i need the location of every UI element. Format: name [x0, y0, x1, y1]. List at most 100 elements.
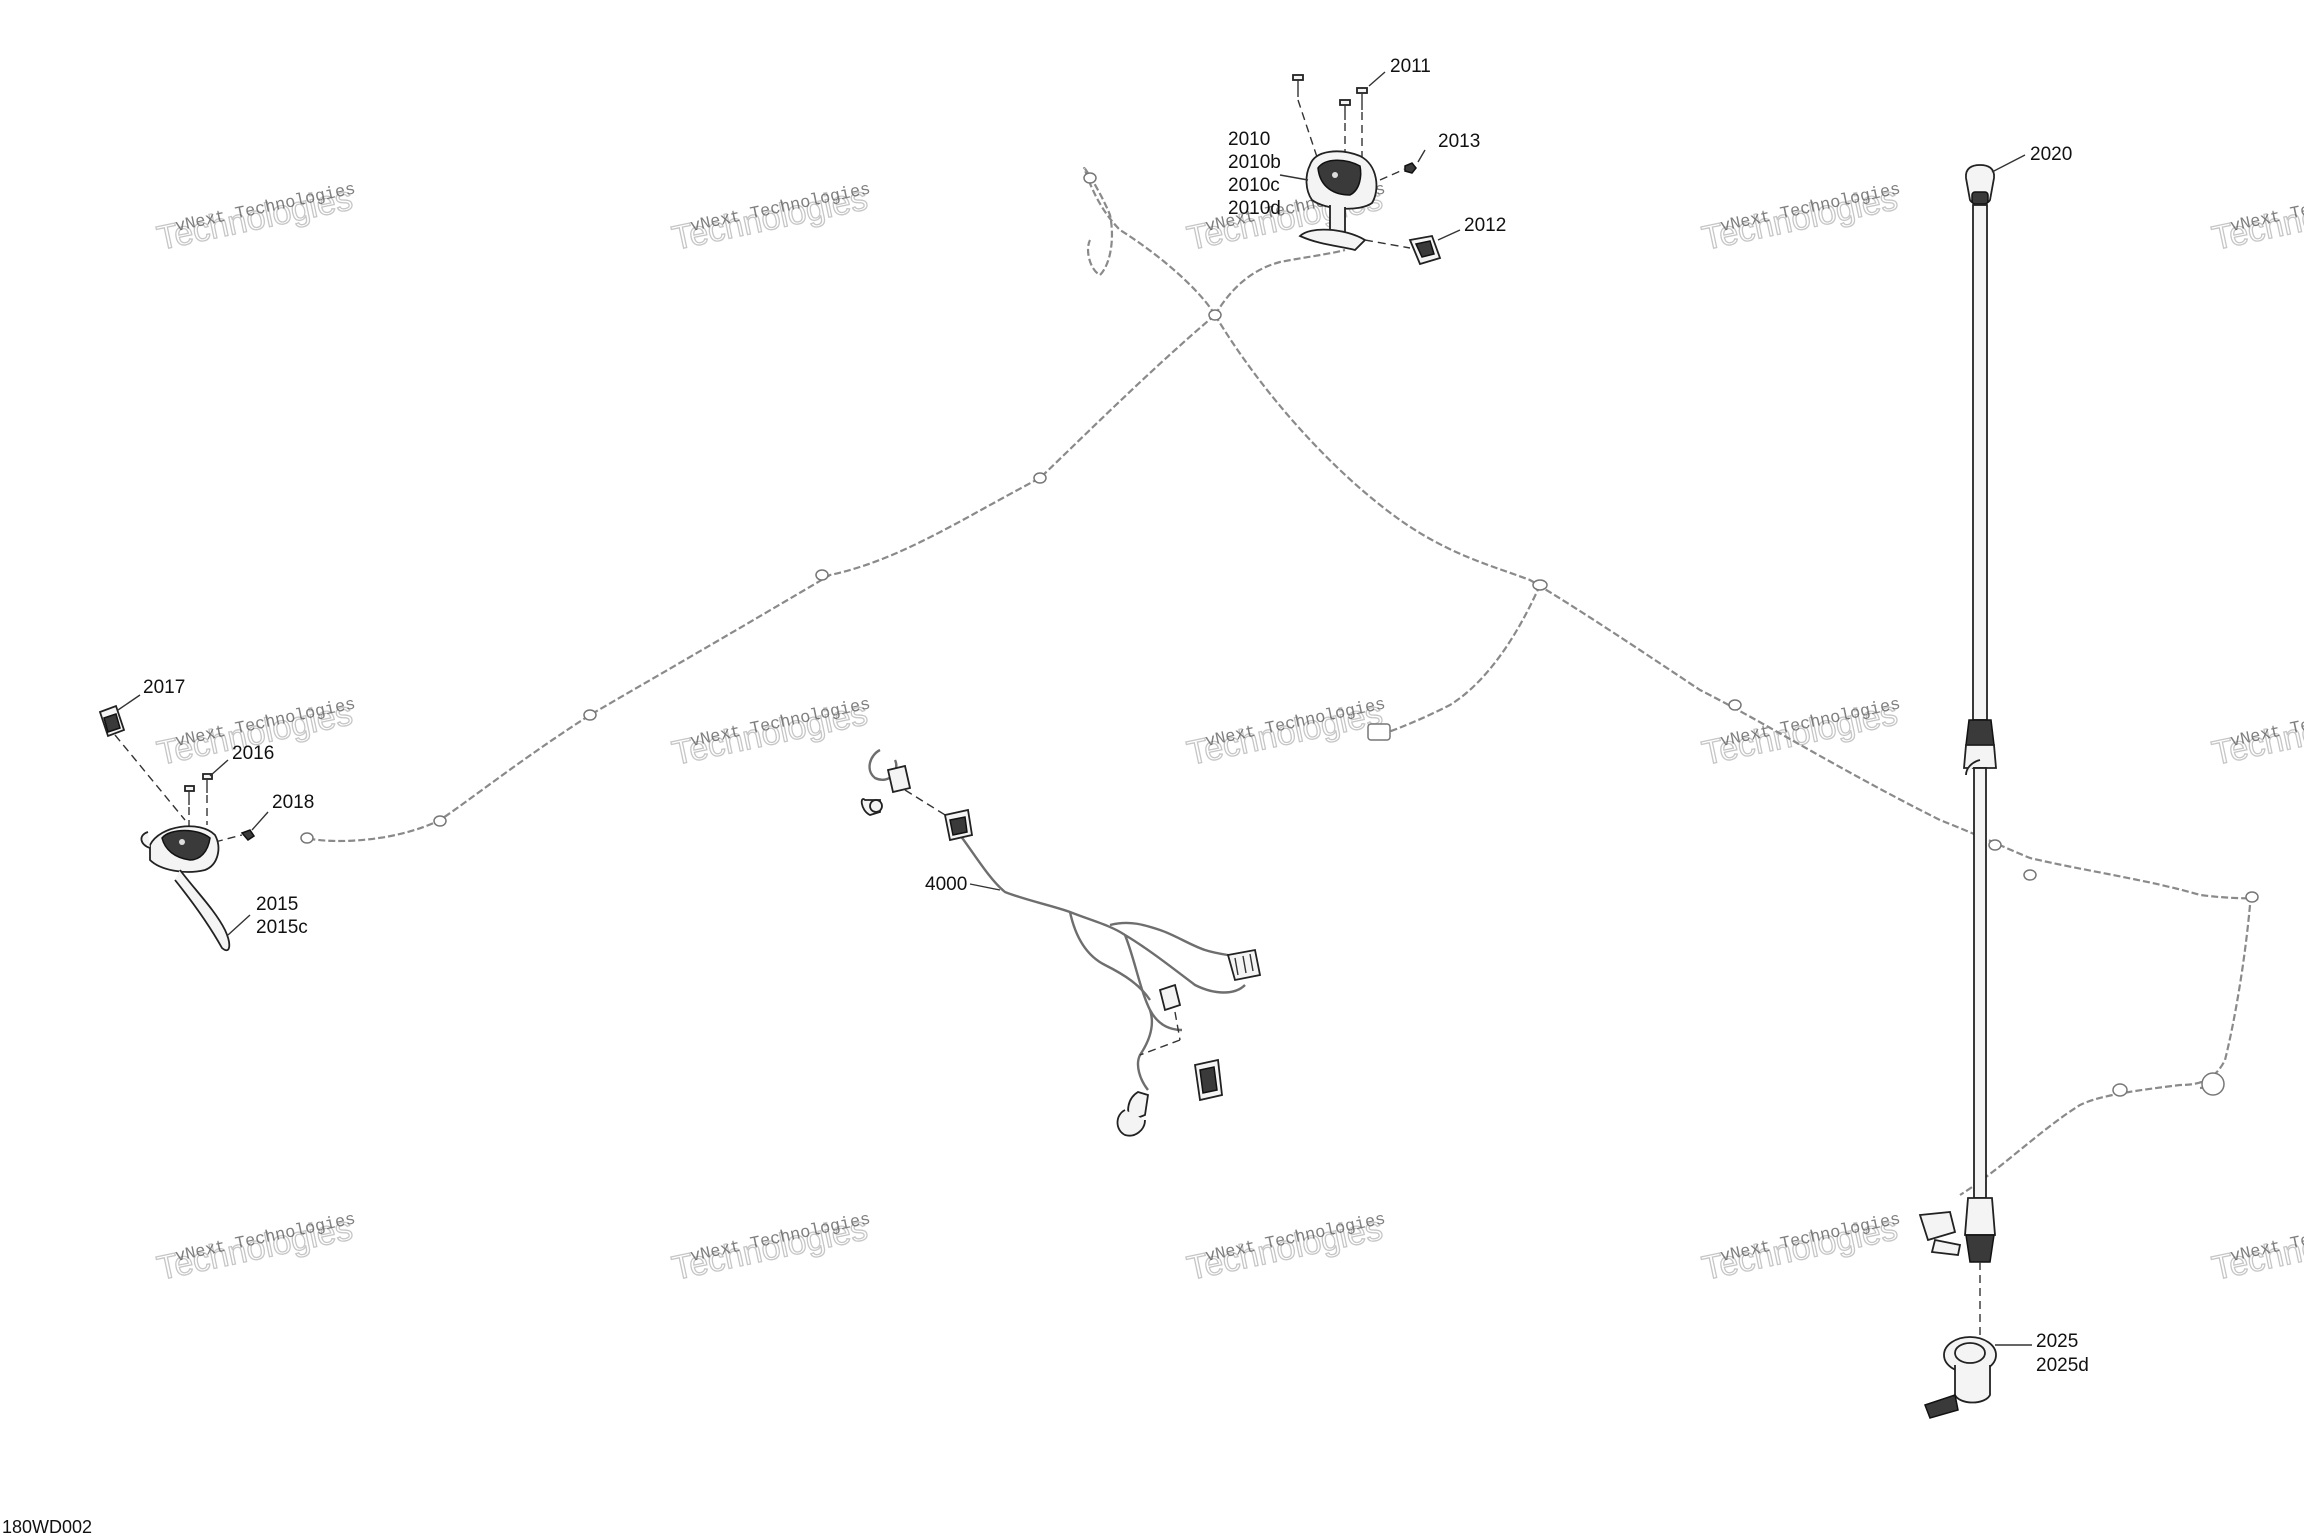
assembly-line	[1379, 168, 1406, 181]
callout-2025: 2025	[2036, 1331, 2078, 1352]
callout-2025d: 2025d	[2036, 1355, 2089, 1376]
left-switch-assembly: 2017 2016 2018 2015 2015c	[98, 677, 314, 952]
nut-icon	[240, 829, 256, 841]
harness-right-branch	[1214, 314, 2259, 901]
figure-ref: 180WD002	[2, 1517, 92, 1536]
callout-2011: 2011	[1390, 56, 1431, 77]
callout-2017: 2017	[143, 677, 185, 698]
connector-icon	[98, 704, 126, 738]
clip	[2023, 869, 2037, 881]
leader-2020	[1991, 154, 2026, 173]
callout-2010: 2010	[1228, 129, 1270, 150]
throttle-lever-icon	[140, 825, 231, 952]
watermark: Technologies vNext Technologies	[153, 1209, 357, 1289]
watermark: Technologies vNext Technologies	[668, 694, 872, 774]
clip	[815, 569, 829, 581]
harness-mid-drop	[1379, 584, 1542, 737]
callout-2020: 2020	[2030, 144, 2072, 165]
mid-connector	[1367, 723, 1391, 741]
screw-icon	[1292, 74, 1304, 97]
watermark: Technologies vNext Technologies	[2208, 694, 2304, 774]
mast-clamp-icon	[1963, 719, 1997, 776]
callout-2010c: 2010c	[1228, 175, 1280, 196]
leader-2017	[117, 694, 141, 711]
leader-2015	[227, 914, 251, 936]
leader-2018	[251, 811, 269, 831]
mast-lower-tube	[1973, 767, 1987, 1199]
callout-2013: 2013	[1438, 131, 1480, 152]
harness-top-loop	[1083, 166, 1216, 316]
watermark: Technologies vNext Technologies	[2208, 1209, 2304, 1289]
top-switch-assembly: 2011 2010 2010b 2010c 2010d 2013 2012	[1228, 56, 1506, 266]
connector-icon	[886, 764, 912, 794]
harness-clips	[300, 172, 2259, 1097]
watermark: Technologies vNext Technologies	[1183, 694, 1387, 774]
harness-top-to-switch	[1214, 248, 1346, 316]
watermark: Technologies vNext Technologies	[1183, 1209, 1387, 1289]
callout-2018: 2018	[272, 792, 314, 813]
grommet	[2201, 1072, 2225, 1096]
callout-2016: 2016	[232, 743, 274, 764]
assembly-line	[214, 834, 243, 843]
assembly-line	[114, 734, 186, 821]
assembly-line	[1364, 239, 1411, 249]
sub-harness-wire	[959, 834, 1246, 994]
leader-2013	[1417, 149, 1426, 163]
connector-icon	[860, 798, 883, 816]
mast-assembly: 2020 2025 2025d	[1918, 144, 2089, 1419]
callout-2015c: 2015c	[256, 917, 308, 938]
watermark: Technologies vNext Technologies	[1698, 1209, 1902, 1289]
leader-2011	[1368, 71, 1386, 87]
switch-housing-icon	[1298, 150, 1378, 252]
clip	[2245, 891, 2259, 903]
leader-4000	[969, 883, 1001, 891]
sub-harness-wire	[1068, 911, 1151, 1001]
nut-icon	[1404, 162, 1417, 174]
screw-icon	[1356, 87, 1368, 110]
screw-icon	[1339, 99, 1351, 120]
main-harness	[304, 166, 2259, 1196]
clip	[1033, 472, 1047, 484]
clip	[583, 709, 597, 721]
receptacle-icon	[1924, 1336, 1997, 1419]
leader-2012	[1437, 229, 1461, 241]
sub-harness-wire	[1123, 934, 1183, 1032]
sub-harness-wire	[1136, 1009, 1154, 1091]
assembly-line	[904, 789, 951, 819]
clip	[1532, 579, 1548, 591]
watermark: Technologies vNext Technologies	[153, 179, 357, 259]
mast-upper-tube	[1972, 204, 1988, 721]
clip	[433, 815, 447, 827]
connector-icon	[1193, 1058, 1223, 1102]
leader-2010	[1279, 174, 1309, 181]
watermark: Technologies vNext Technologies	[2208, 179, 2304, 259]
screw-icon	[202, 773, 213, 793]
watermark: Technologies vNext Technologies	[668, 1209, 872, 1289]
callout-2010b: 2010b	[1228, 152, 1281, 173]
sub-harness-4000: 4000	[860, 748, 1262, 1137]
callout-2012: 2012	[1464, 215, 1506, 236]
connector-icon	[1158, 983, 1182, 1012]
grip-cap-icon	[1965, 164, 1995, 206]
clip	[1728, 699, 1742, 711]
assembly-line	[1139, 1039, 1181, 1056]
callout-4000: 4000	[925, 874, 967, 895]
clip	[1083, 172, 1097, 184]
connector-icon	[1116, 1091, 1150, 1137]
harness-right-drop	[1959, 904, 2252, 1196]
screw-icon	[184, 785, 195, 805]
connector-icon	[943, 808, 974, 842]
assembly-line	[1174, 1011, 1181, 1041]
harness-left-branch	[304, 314, 1216, 843]
callout-2015: 2015	[256, 894, 298, 915]
bracket-icon	[1918, 1211, 1962, 1256]
connector-icon	[1226, 948, 1262, 982]
mast-collar-icon	[1964, 1197, 1996, 1263]
clip	[1208, 309, 1222, 321]
watermark: Technologies vNext Technologies	[668, 179, 872, 259]
clip	[1988, 839, 2002, 851]
connector-icon	[1408, 234, 1442, 266]
leader-2016	[209, 759, 229, 777]
clip	[300, 832, 314, 844]
